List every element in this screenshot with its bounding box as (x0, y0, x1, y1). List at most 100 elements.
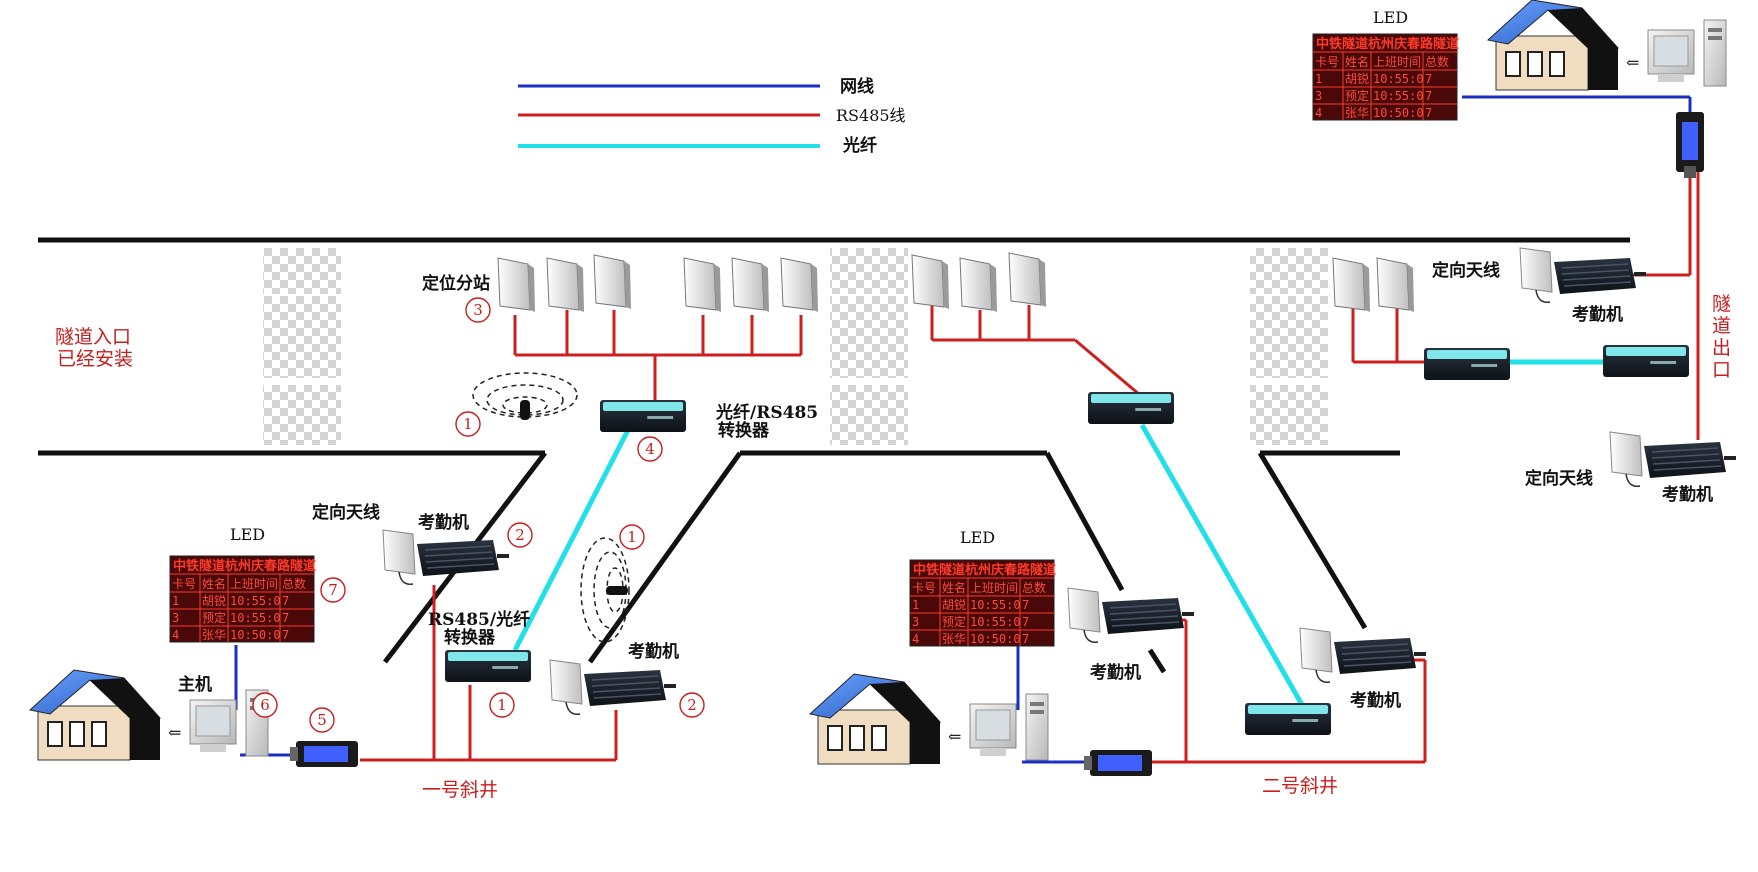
text-labels: 隧道入口 已经安装 隧 道 出 口 定位分站 光纤/RS485 转换器 RS48… (55, 8, 1731, 801)
attendance-machine-shaft1-a (382, 529, 509, 585)
led-header-cell: 上班时间 (970, 581, 1018, 595)
led-cell: 7 (1022, 598, 1029, 612)
led-cell: 10:55:0 (230, 594, 281, 608)
led-header-cell: 姓名 (1345, 54, 1369, 69)
led-cell: 预定 (202, 610, 226, 625)
led-header-cell: 总数 (282, 576, 306, 591)
led-title: 中铁隧道杭州庆春路隧道 (173, 558, 316, 574)
svg-text:⇐: ⇐ (948, 727, 961, 746)
led-cell: 10:55:0 (970, 598, 1021, 612)
marker-circle: 4 (637, 436, 663, 462)
legend: 网线 RS485线 光纤 (518, 76, 906, 156)
led-header-cell: 卡号 (172, 577, 196, 591)
converter-right-b (1603, 345, 1689, 377)
station-antenna-icon (911, 254, 949, 309)
exit-label-3: 出 (1712, 337, 1731, 359)
attendance-machine-exit-bottom (1609, 431, 1736, 487)
svg-text:1: 1 (463, 415, 473, 433)
led-cell: 胡锐 (1345, 72, 1369, 86)
marker-circle: 2 (507, 522, 533, 548)
led-label-exit: LED (1373, 8, 1408, 27)
led-header-cell: 上班时间 (1373, 55, 1421, 69)
led-cell: 10:50:0 (230, 628, 281, 642)
svg-text:2: 2 (515, 526, 525, 544)
led-cell: 7 (1425, 106, 1432, 120)
station-antenna-icon (683, 257, 721, 312)
station-antenna-icon (731, 257, 769, 312)
converter-fiber-rs485 (600, 400, 686, 432)
network-lines (234, 95, 1692, 764)
antenna-label-exit-top: 定向天线 (1432, 260, 1500, 281)
tunnel-walls (38, 237, 1630, 674)
led-title: 中铁隧道杭州庆春路隧道 (1316, 36, 1459, 52)
converter-right-a (1424, 348, 1510, 380)
converter-fiber-rs485-label-2: 转换器 (718, 420, 770, 441)
exit-label-4: 口 (1712, 359, 1731, 381)
host-label: 主机 (178, 674, 212, 695)
station-antenna-icon (497, 257, 535, 312)
led-cell: 7 (1022, 615, 1029, 629)
station-antenna-icon (593, 254, 631, 309)
led-cell: 10:55:0 (1373, 89, 1424, 103)
antenna-label-exit-bottom: 定向天线 (1525, 468, 1593, 489)
led-cell: 4 (172, 628, 179, 642)
converter-rs485-fiber-label-2: 转换器 (444, 627, 496, 648)
converter-rs485-fiber-label-1: RS485/光纤 (428, 609, 530, 630)
fiber-lines (512, 359, 1603, 712)
led-cell: 7 (282, 628, 289, 642)
station-label: 定位分站 (422, 273, 490, 294)
converter-shaft2 (1245, 703, 1331, 735)
led-header-cell: 卡号 (1315, 55, 1339, 69)
led-header-cell: 上班时间 (230, 577, 278, 591)
svg-text:⇐: ⇐ (1626, 53, 1639, 72)
attendance-machine-shaft2-b (1299, 627, 1426, 683)
attendance-label-exit-top: 考勤机 (1571, 304, 1623, 325)
marker-circle: 6 (252, 692, 278, 718)
serial-adapter-shaft1 (290, 741, 358, 767)
attendance-label-shaft1-a: 考勤机 (417, 512, 469, 533)
entrance-label-1: 隧道入口 (55, 326, 131, 348)
led-cell: 张华 (1345, 106, 1369, 120)
placeholder-blocks (263, 248, 1328, 445)
wireless-tag-left (472, 372, 578, 420)
led-cell: 预定 (942, 614, 966, 629)
svg-text:⇐: ⇐ (168, 723, 181, 742)
led-label-shaft2: LED (960, 528, 995, 547)
station-antenna-icon (1008, 252, 1046, 307)
entrance-label-2: 已经安装 (57, 348, 133, 370)
led-cell: 1 (912, 598, 919, 612)
led-cell: 张华 (942, 632, 966, 646)
led-cell: 胡锐 (202, 594, 226, 608)
led-cell: 4 (912, 632, 919, 646)
rs485-lines (360, 165, 1700, 764)
legend-network-label: 网线 (840, 76, 874, 97)
svg-text:7: 7 (328, 581, 338, 599)
attendance-label-shaft1-b: 考勤机 (627, 641, 679, 662)
svg-text:2: 2 (687, 696, 697, 714)
converter-rs485-fiber (445, 650, 531, 682)
led-cell: 7 (1022, 632, 1029, 646)
svg-text:3: 3 (473, 301, 483, 319)
led-cell: 10:55:0 (1373, 72, 1424, 86)
led-header-cell: 姓名 (202, 576, 226, 591)
led-cell: 3 (172, 611, 179, 625)
attendance-machines (382, 247, 1736, 715)
marker-circle: 2 (679, 692, 705, 718)
marker-circle: 1 (489, 692, 515, 718)
shaft2-label: 二号斜井 (1262, 775, 1338, 797)
led-header-cell: 卡号 (912, 581, 936, 595)
svg-text:1: 1 (497, 696, 507, 714)
led-header-cell: 总数 (1022, 580, 1046, 595)
led-cell: 10:50:0 (1373, 106, 1424, 120)
led-label-shaft1: LED (230, 525, 265, 544)
attendance-machine-exit-top (1519, 247, 1646, 303)
marker-circle: 3 (465, 297, 491, 323)
positioning-stations (497, 252, 1414, 312)
led-cell: 7 (282, 594, 289, 608)
attendance-label-shaft2-a: 考勤机 (1089, 662, 1141, 683)
svg-text:1: 1 (627, 528, 637, 546)
